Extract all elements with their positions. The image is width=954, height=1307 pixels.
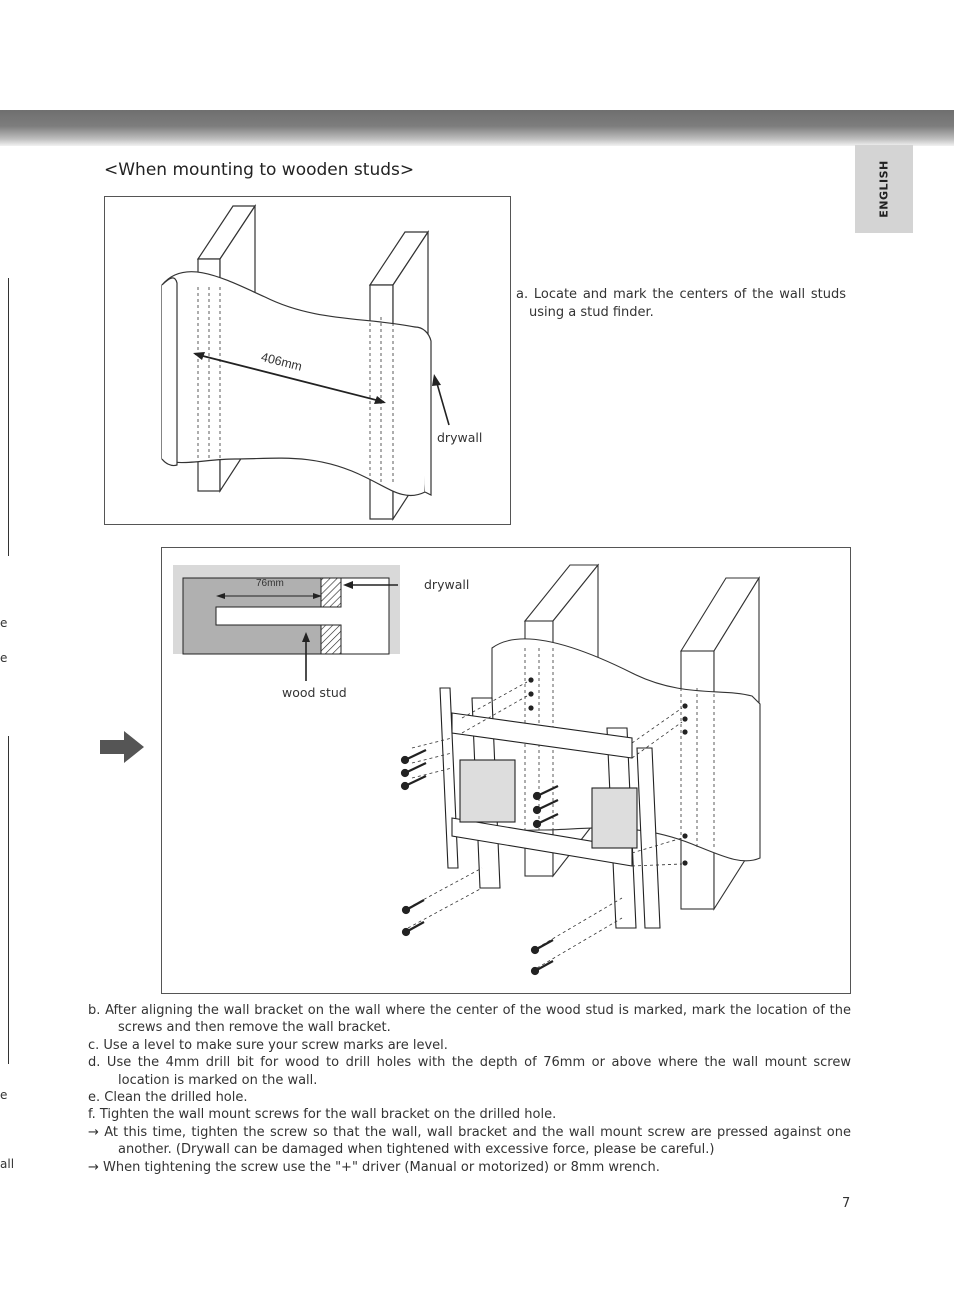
drywall-label: drywall <box>424 577 470 592</box>
drywall-label: drywall <box>437 430 483 445</box>
header-band <box>0 110 954 146</box>
step-a-text: a. Locate and mark the centers of the wa… <box>516 287 846 320</box>
step-e: e. Clean the drilled hole. <box>88 1090 248 1106</box>
figure-bracket-mount: 76mm drywall wood stud <box>161 547 851 994</box>
step-c: c. Use a level to make sure your screw m… <box>88 1037 448 1053</box>
language-tab: ENGLISH <box>855 145 913 233</box>
note-tightening: → At this time, tighten the screw so tha… <box>88 1124 851 1158</box>
step-a: a. Locate and mark the centers of the wa… <box>516 286 846 322</box>
step-f: f. Tighten the wall mount screws for the… <box>88 1107 557 1123</box>
instruction-steps: b. After aligning the wall bracket on th… <box>88 1002 851 1176</box>
left-margin-fragment: e <box>0 1088 8 1102</box>
section-title: <When mounting to wooden studs> <box>104 160 415 180</box>
dimension-label-76: 76mm <box>256 578 284 589</box>
page-number: 7 <box>842 1196 851 1211</box>
arrow-right-icon <box>100 731 144 763</box>
wood-stud-label: wood stud <box>282 685 347 700</box>
left-margin-fragment: e <box>0 651 8 665</box>
step-d: d. Use the 4mm drill bit for wood to dri… <box>88 1055 851 1088</box>
note-driver: → When tightening the screw use the "+" … <box>88 1159 660 1175</box>
stud-drywall-illustration <box>161 204 450 522</box>
language-tab-label: ENGLISH <box>877 160 891 218</box>
left-margin-fragment: all <box>0 1157 15 1171</box>
figure-stud-locate: 406mm drywall <box>104 196 511 525</box>
bracket-mount-illustration <box>173 563 761 976</box>
step-b: b. After aligning the wall bracket on th… <box>88 1003 851 1036</box>
left-margin-fragment: e <box>0 616 8 630</box>
left-page-edge-line <box>8 736 9 1064</box>
left-page-edge-line <box>8 278 9 556</box>
